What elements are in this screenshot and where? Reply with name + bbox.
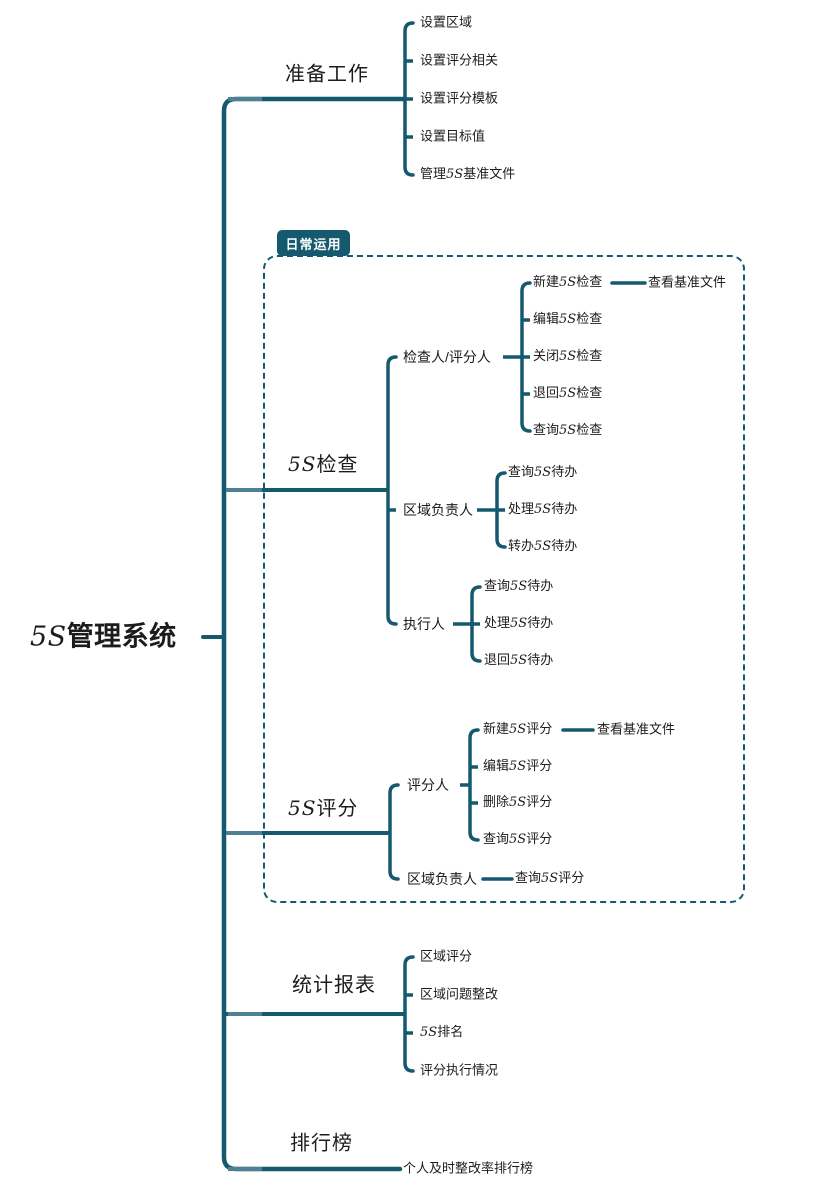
leaf-node[interactable]: 查询5S检查 xyxy=(533,422,603,439)
leaf-node[interactable]: 删除5S评分 xyxy=(483,794,553,811)
leaf-node[interactable]: 新建5S评分 xyxy=(483,721,553,738)
role-scorer[interactable]: 评分人 xyxy=(407,776,449,793)
leaf-node[interactable]: 退回5S检查 xyxy=(533,385,603,402)
leaf-node[interactable]: 处理5S待办 xyxy=(484,615,554,632)
leaf-node[interactable]: 评分执行情况 xyxy=(420,1062,499,1078)
leaf-node[interactable]: 转办5S待办 xyxy=(508,538,578,555)
leaf-node[interactable]: 新建5S检查 xyxy=(533,274,603,291)
branch-scoring[interactable]: 5S评分 xyxy=(288,796,359,821)
leaf-node[interactable]: 查询5S评分 xyxy=(483,831,553,848)
leaf-node[interactable]: 区域问题整改 xyxy=(420,986,499,1002)
branch-ranking[interactable]: 排行榜 xyxy=(290,1132,353,1155)
role-area-manager-scoring[interactable]: 区域负责人 xyxy=(407,870,477,887)
leaf-node[interactable]: 查询5S待办 xyxy=(484,578,554,595)
leaf-node[interactable]: 退回5S待办 xyxy=(484,652,554,669)
leaf-node[interactable]: 5S排名 xyxy=(420,1024,464,1041)
leaf-node[interactable]: 设置评分模板 xyxy=(420,90,499,106)
role-executor[interactable]: 执行人 xyxy=(403,615,445,632)
root-node[interactable]: 5S管理系统 xyxy=(30,621,177,653)
daily-use-group-box xyxy=(263,255,745,903)
daily-use-group-label[interactable]: 日常运用 xyxy=(277,230,350,256)
leaf-node[interactable]: 个人及时整改率排行榜 xyxy=(403,1160,534,1176)
leaf-node[interactable]: 设置评分相关 xyxy=(420,52,499,68)
leaf-node[interactable]: 设置区域 xyxy=(420,14,473,30)
leaf-node[interactable]: 区域评分 xyxy=(420,948,473,964)
leaf-node[interactable]: 查询5S待办 xyxy=(508,464,578,481)
leaf-node[interactable]: 查看基准文件 xyxy=(597,721,676,737)
branch-prep[interactable]: 准备工作 xyxy=(285,63,369,86)
branch-inspection[interactable]: 5S检查 xyxy=(288,452,359,477)
role-inspector[interactable]: 检查人/评分人 xyxy=(403,348,491,365)
leaf-node[interactable]: 编辑5S评分 xyxy=(483,758,553,775)
role-area-manager-inspection[interactable]: 区域负责人 xyxy=(403,501,473,518)
leaf-node[interactable]: 管理5S基准文件 xyxy=(420,166,516,183)
leaf-node[interactable]: 处理5S待办 xyxy=(508,501,578,518)
leaf-node[interactable]: 查看基准文件 xyxy=(648,274,727,290)
leaf-node[interactable]: 查询5S评分 xyxy=(515,870,585,887)
leaf-node[interactable]: 编辑5S检查 xyxy=(533,311,603,328)
leaf-node[interactable]: 设置目标值 xyxy=(420,128,486,144)
branch-reports[interactable]: 统计报表 xyxy=(292,974,376,997)
leaf-node[interactable]: 关闭5S检查 xyxy=(533,348,603,365)
